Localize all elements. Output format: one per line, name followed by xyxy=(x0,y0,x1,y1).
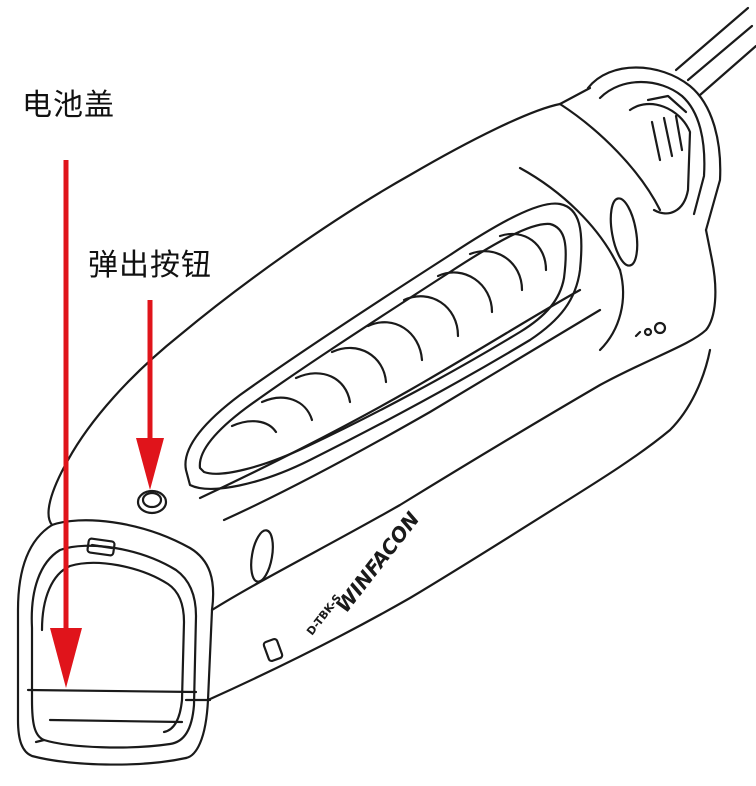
eject-button-arrow xyxy=(136,300,164,490)
rear-cap xyxy=(558,66,722,232)
outer-shell xyxy=(16,102,717,766)
side-indents xyxy=(250,197,639,583)
eject-button-drawing xyxy=(136,489,168,515)
grip-ridges xyxy=(230,232,548,434)
grip-panel xyxy=(184,202,583,490)
battery-cover-outline xyxy=(26,544,212,749)
model-lettering: D-TBK-S xyxy=(304,592,344,638)
led-slot xyxy=(86,537,116,557)
battery-cover-label: 电池盖 xyxy=(22,88,115,123)
annotation-arrows xyxy=(50,160,164,688)
side-small-features xyxy=(262,321,667,663)
brand-lettering: WINFACON xyxy=(331,507,424,617)
battery-cover-arrow xyxy=(50,160,82,688)
eject-button-label: 弹出按钮 xyxy=(88,248,212,283)
cable xyxy=(674,6,756,97)
side-contours xyxy=(198,102,662,522)
